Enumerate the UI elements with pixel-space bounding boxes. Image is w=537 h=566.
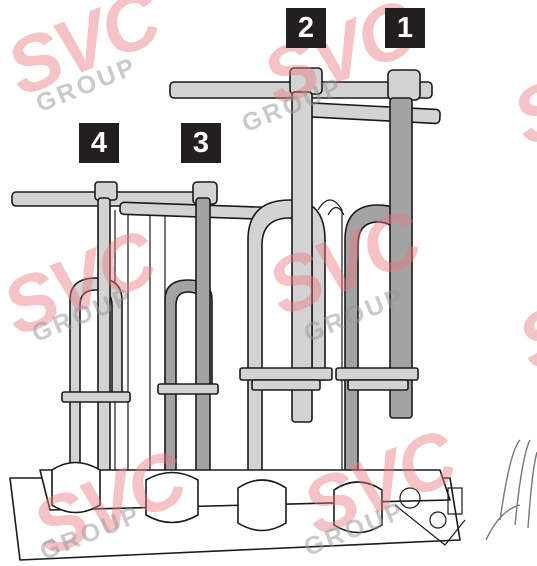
clamp-2 xyxy=(239,91,333,501)
callout-badge-1: 1 xyxy=(385,8,425,48)
callout-badge-2: 2 xyxy=(286,8,326,48)
clamp-4 xyxy=(61,197,131,491)
clamp-1 xyxy=(335,97,419,501)
clamp-knobs xyxy=(94,67,421,205)
right-edge-fixture xyxy=(485,439,537,541)
callout-badge-4: 4 xyxy=(79,123,119,163)
clamp-3 xyxy=(157,197,219,491)
base-plate xyxy=(9,461,466,561)
t-handle-bar-lower xyxy=(11,191,281,221)
callout-badge-3: 3 xyxy=(181,123,221,163)
